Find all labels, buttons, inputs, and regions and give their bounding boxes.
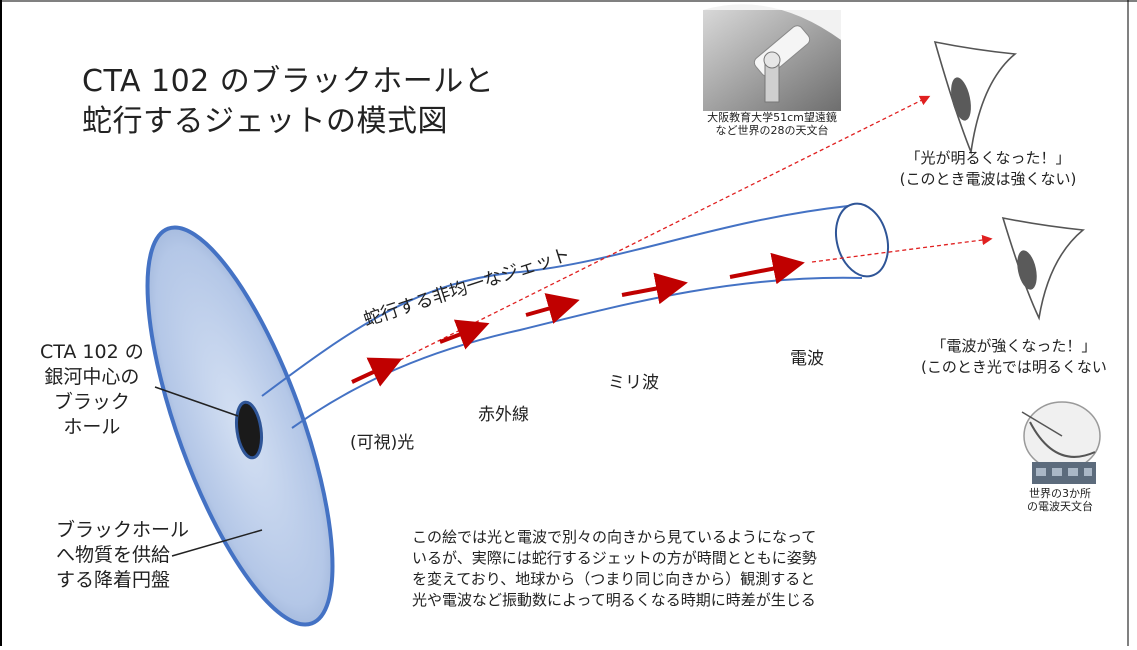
label-line: 銀河中心の xyxy=(44,366,140,388)
label-line: する降着円盤 xyxy=(56,569,171,591)
telescope-caption: 大阪教育大学51cm望遠鏡 など世界の28の天文台 xyxy=(690,111,854,137)
quote-line: 「光が明るくなった！」 xyxy=(905,149,1071,167)
jet-arrow xyxy=(525,293,580,324)
optical-observer-quote: 「光が明るくなった！」 (このとき電波は強くない) xyxy=(868,148,1108,190)
quote-line: 「電波が強くなった！」 xyxy=(931,337,1097,355)
note-line: 光や電波など振動数によって明るくなる時期に時差が生じる xyxy=(412,591,816,609)
jet-arrow xyxy=(351,357,403,387)
radio-label: 電波 xyxy=(790,349,824,369)
jet-opening xyxy=(835,202,889,278)
label-line: ブラックホール xyxy=(56,519,190,541)
label-line: CTA 102 の xyxy=(40,341,144,363)
radio-dish-caption: 世界の3か所 の電波天文台 xyxy=(1010,487,1110,513)
infrared-label: 赤外線 xyxy=(478,405,529,425)
title-line: 蛇行するジェットの模式図 xyxy=(82,104,448,139)
caption-line: の電波天文台 xyxy=(1027,500,1093,513)
caption-line: 世界の3か所 xyxy=(1029,487,1091,500)
black-hole xyxy=(234,400,264,460)
explanatory-note: この絵では光と電波で別々の向きから見ているようになって いるが、実際には蛇行する… xyxy=(412,527,817,611)
caption-line: など世界の28の天文台 xyxy=(715,124,829,137)
quote-line: (このとき光では明るくない xyxy=(921,358,1107,376)
jet-arrow xyxy=(439,319,490,350)
title-line: CTA 102 のブラックホールと xyxy=(82,64,495,99)
radio-dish-photo xyxy=(1021,401,1101,484)
label-line: ブラック xyxy=(53,391,130,413)
black-hole-leader-line xyxy=(154,386,239,417)
radio-observer-quote: 「電波が強くなった！」 (このとき光では明るくない xyxy=(921,336,1107,378)
eye-icon xyxy=(1001,216,1085,321)
visible-light-label: (可視)光 xyxy=(350,433,415,453)
millimeter-wave-label: ミリ波 xyxy=(608,373,659,393)
radio-line-of-sight xyxy=(811,234,993,263)
label-line: へ物質を供給 xyxy=(56,544,171,566)
jet-label: 蛇行する非均一なジェット xyxy=(361,244,573,331)
quote-line: (このとき電波は強くない) xyxy=(899,170,1077,188)
jet-arrow xyxy=(729,252,805,285)
disk-label: ブラックホール へ物質を供給 する降着円盤 xyxy=(56,518,189,593)
note-line: いるが、実際には蛇行するジェットの方が時間とともに姿勢 xyxy=(412,549,817,567)
note-line: この絵では光と電波で別々の向きから見ているようになって xyxy=(412,528,817,546)
optical-line-of-sight xyxy=(399,95,931,361)
note-line: を変えており、地球から（つまり同じ向きから）観測すると xyxy=(412,570,816,588)
jet-flow-arrows xyxy=(351,252,805,387)
telescope-photo xyxy=(703,4,841,111)
black-hole-label: CTA 102 の 銀河中心の ブラック ホール xyxy=(40,340,144,440)
caption-line: 大阪教育大学51cm望遠鏡 xyxy=(707,111,837,124)
page-title: CTA 102 のブラックホールと 蛇行するジェットの模式図 xyxy=(82,62,494,142)
jet-tube xyxy=(261,202,889,429)
disk-leader-line xyxy=(171,529,263,557)
label-line: ホール xyxy=(63,416,121,438)
jet-arrow xyxy=(621,272,688,305)
eye-icon xyxy=(933,40,1017,156)
